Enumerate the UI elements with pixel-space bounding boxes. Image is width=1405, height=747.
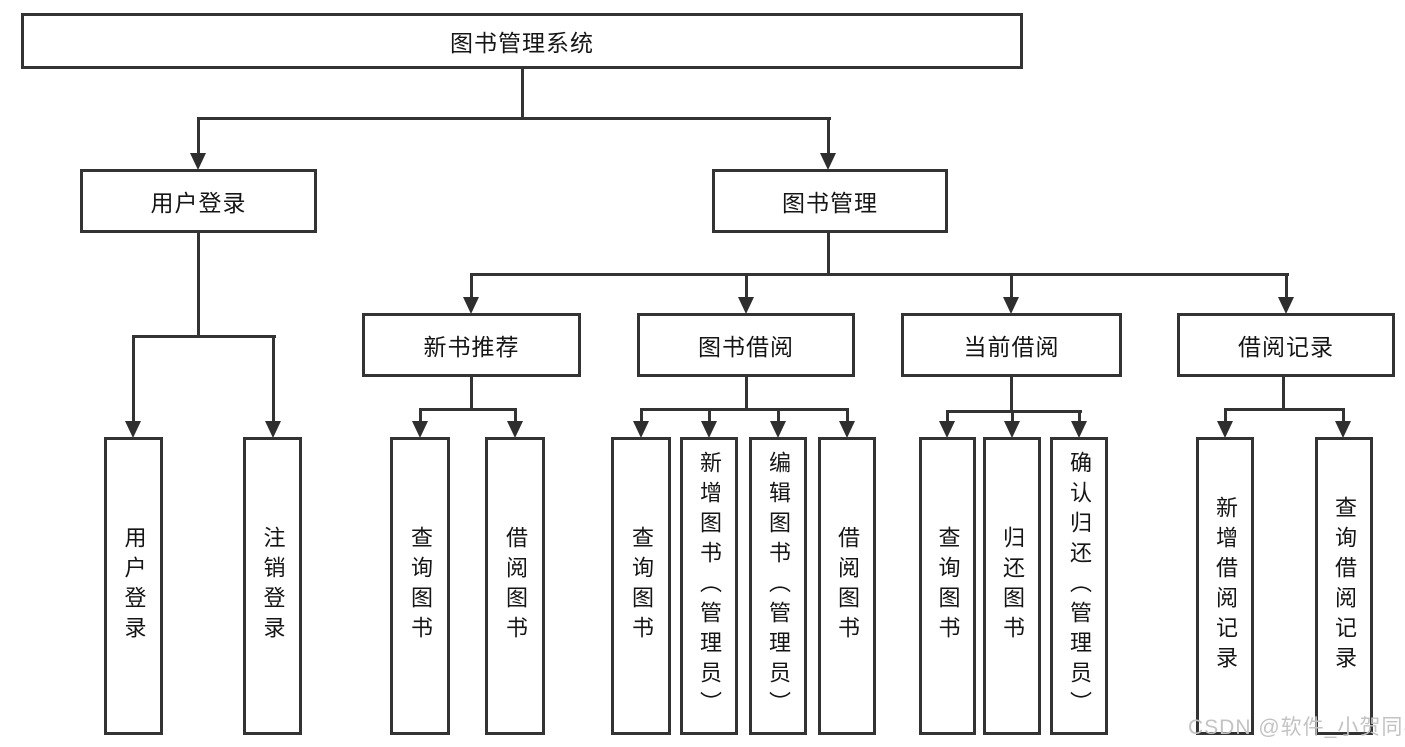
node-user-login: 用户登录 (80, 169, 317, 233)
connector-arrowhead-down (125, 421, 141, 438)
node-query-books-recommend: 查询图书 (390, 437, 450, 735)
node-query-borrow-record: 查询借阅记录 (1315, 437, 1373, 735)
connector-arrowhead-down (463, 297, 479, 314)
node-borrowing-records-label: 借阅记录 (1238, 334, 1334, 360)
node-new-book-recommendation: 新书推荐 (362, 313, 581, 377)
connector-arrowhead-down (939, 421, 955, 438)
connector-line (1011, 412, 1014, 423)
connector-line (132, 335, 276, 338)
connector-line (1342, 410, 1345, 423)
connector-line (272, 335, 275, 423)
connector-line (1224, 408, 1345, 411)
node-user-login-label: 用户登录 (150, 190, 247, 216)
connector-arrowhead-down (839, 421, 855, 438)
connector-arrowhead-down (265, 421, 281, 438)
node-user-login-action: 用户登录 (104, 437, 163, 735)
connector-line (197, 233, 200, 335)
node-confirm-return-admin: 确认归还（管理员） (1050, 437, 1108, 735)
connector-line (1010, 275, 1013, 299)
connector-line (521, 67, 524, 118)
node-query-books-current: 查询图书 (919, 437, 976, 735)
connector-arrowhead-down (633, 421, 649, 438)
connector-arrowhead-down (770, 421, 786, 438)
connector-line (846, 410, 849, 423)
node-borrow-books-borrowing: 借阅图书 (818, 437, 876, 735)
connector-arrowhead-down (1278, 297, 1294, 314)
node-edit-book-admin: 编辑图书（管理员） (749, 437, 807, 735)
node-book-management-label: 图书管理 (782, 190, 878, 216)
connector-line (1282, 377, 1285, 410)
connector-line (640, 410, 643, 423)
node-current-borrowing-label: 当前借阅 (963, 334, 1060, 360)
node-borrowing-records: 借阅记录 (1177, 313, 1395, 377)
node-logout-action: 注销登录 (243, 437, 302, 735)
node-current-borrowing: 当前借阅 (901, 313, 1122, 377)
connector-line (1285, 275, 1288, 299)
connector-line (827, 233, 830, 275)
connector-arrowhead-down (738, 297, 754, 314)
connector-line (514, 410, 517, 423)
node-book-borrowing: 图书借阅 (637, 313, 855, 377)
connector-arrowhead-down (701, 421, 717, 438)
node-root-label: 图书管理系统 (450, 30, 594, 56)
node-new-book-recommendation-label: 新书推荐 (423, 334, 520, 360)
connector-arrowhead-down (1335, 421, 1351, 438)
connector-arrowhead-down (190, 153, 206, 170)
node-book-borrowing-label: 图书借阅 (698, 334, 794, 360)
watermark: CSDN @软件_小贺同学 (1188, 716, 1405, 739)
connector-line (132, 335, 135, 423)
connector-arrowhead-down (1004, 421, 1020, 438)
node-borrow-books-recommend: 借阅图书 (485, 437, 545, 735)
connector-line (946, 412, 949, 423)
connector-arrowhead-down (412, 421, 428, 438)
connector-arrowhead-down (1003, 297, 1019, 314)
connector-line (745, 275, 748, 299)
connector-line (470, 273, 1289, 276)
node-query-books-borrowing: 查询图书 (611, 437, 671, 735)
connector-line (946, 410, 1082, 413)
connector-arrowhead-down (820, 153, 836, 170)
connector-arrowhead-down (1071, 421, 1087, 438)
connector-line (419, 408, 517, 411)
connector-line (470, 275, 473, 299)
node-book-management: 图书管理 (712, 169, 948, 233)
node-return-books: 归还图书 (983, 437, 1041, 735)
connector-line (640, 408, 849, 411)
node-root: 图书管理系统 (21, 13, 1023, 69)
node-add-borrow-record: 新增借阅记录 (1196, 437, 1254, 735)
connector-arrowhead-down (1217, 421, 1233, 438)
connector-arrowhead-down (507, 421, 523, 438)
node-add-book-admin: 新增图书（管理员） (680, 437, 738, 735)
connector-line (827, 117, 830, 155)
connector-line (419, 410, 422, 423)
connector-line (777, 410, 780, 423)
connector-line (470, 377, 473, 410)
connector-line (1010, 377, 1013, 412)
connector-line (708, 410, 711, 423)
connector-line (1224, 410, 1227, 423)
connector-line (745, 377, 748, 410)
connector-line (197, 117, 200, 155)
connector-line (197, 117, 831, 120)
connector-line (1078, 412, 1081, 423)
